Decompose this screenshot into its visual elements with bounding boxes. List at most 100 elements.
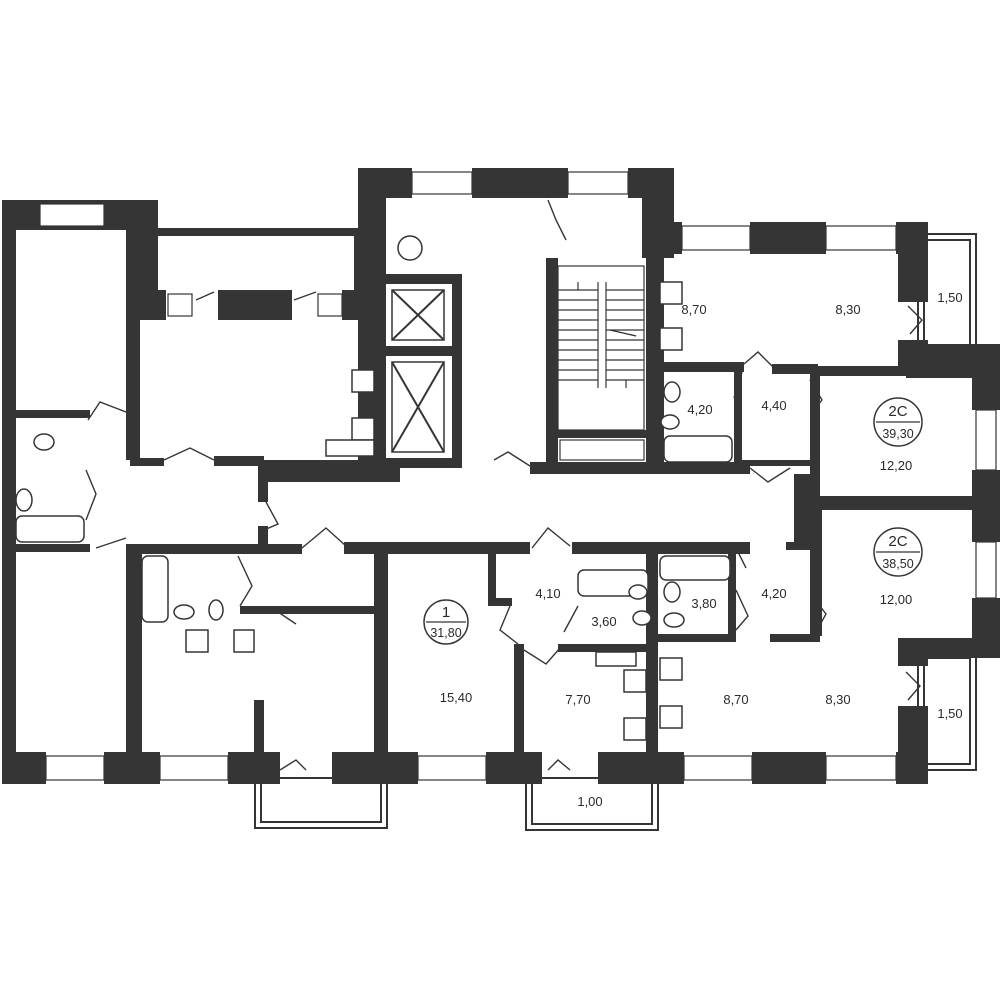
wall	[126, 228, 362, 236]
window	[45, 755, 105, 781]
wall	[734, 362, 742, 466]
window	[159, 755, 229, 781]
room-area-a39-room-b: 12,20	[880, 458, 913, 473]
window	[39, 203, 105, 227]
window	[411, 171, 473, 195]
doors	[85, 199, 923, 771]
wall	[750, 222, 826, 254]
counter	[325, 439, 375, 457]
wall	[240, 606, 376, 614]
wall	[228, 752, 280, 784]
balcony-area-bottom-right: 1,50	[937, 706, 962, 721]
wall	[486, 752, 542, 784]
apartment-marker-2: 2С 39,30	[873, 397, 923, 447]
apartment-area: 39,30	[882, 427, 913, 441]
wall	[530, 462, 750, 474]
balcony-area-top-right: 1,50	[937, 290, 962, 305]
apartment-area: 31,80	[430, 626, 461, 640]
room-area-r1-living: 15,40	[440, 690, 473, 705]
room-area-r1-kitchen: 7,70	[565, 692, 590, 707]
wall	[810, 496, 972, 510]
wall	[218, 290, 292, 320]
room-labels: 15,40 7,70 4,10 3,60 8,70 8,30 4,20 4,40…	[440, 290, 963, 809]
wall	[972, 344, 1000, 410]
kitchen-sink-icon	[233, 629, 255, 653]
toilet-icon	[33, 433, 55, 451]
balcony-bottom-center-inner	[531, 777, 653, 825]
counter	[595, 651, 637, 667]
wall	[646, 258, 658, 468]
window	[567, 171, 629, 195]
toilet-icon	[208, 599, 224, 621]
window	[417, 755, 487, 781]
bathtub-icon	[663, 435, 733, 463]
apartment-area: 38,50	[882, 557, 913, 571]
wall	[772, 364, 818, 374]
wall	[488, 554, 496, 604]
room-area-r1-bath: 3,60	[591, 614, 616, 629]
stove-icon	[623, 717, 647, 741]
wall	[546, 430, 656, 438]
wall	[452, 274, 462, 468]
room-area-a39-room-a: 8,30	[835, 302, 860, 317]
wall	[794, 474, 810, 544]
sink-icon	[632, 610, 652, 626]
chute-icon	[397, 235, 423, 261]
wall	[752, 752, 826, 784]
window	[825, 225, 897, 251]
toilet-icon	[15, 488, 33, 512]
wall	[646, 548, 658, 784]
wall	[344, 542, 530, 554]
windows	[39, 171, 997, 781]
elevators	[391, 235, 445, 453]
wall	[664, 362, 744, 372]
room-area-a38-hall: 4,20	[761, 586, 786, 601]
kitchen-sink-icon	[659, 657, 683, 681]
wall	[572, 542, 750, 554]
room-area-a39-kitchen: 8,70	[681, 302, 706, 317]
stove-icon	[185, 629, 209, 653]
wall	[10, 544, 90, 552]
wall	[254, 700, 264, 784]
room-area-a38-room-a: 8,30	[825, 692, 850, 707]
room-area-r1-hall: 4,10	[535, 586, 560, 601]
wall	[598, 752, 684, 784]
wall	[332, 752, 418, 784]
window	[167, 293, 193, 317]
wall	[130, 458, 164, 466]
room-area-a38-room-b: 12,00	[880, 592, 913, 607]
sink-icon	[173, 604, 195, 620]
wall	[514, 644, 524, 784]
apartment-number: 2С	[888, 403, 907, 420]
apartment-marker-3: 2С 38,50	[873, 527, 923, 577]
balcony-bottom-left-inner	[260, 777, 382, 823]
kitchen-sink-icon	[623, 669, 647, 693]
wall	[126, 320, 140, 460]
wall	[2, 752, 46, 784]
wall	[786, 542, 822, 550]
apartment-number: 1	[442, 604, 450, 621]
bathtub-icon	[141, 555, 169, 623]
wall	[214, 456, 264, 466]
wall	[488, 598, 512, 606]
apartment-marker-1: 1 31,80	[423, 599, 469, 645]
wall	[126, 544, 142, 784]
sink-icon	[660, 414, 680, 430]
wall	[10, 410, 90, 418]
wall	[810, 366, 972, 376]
kitchen-sink-icon	[659, 327, 683, 351]
sink-icon	[663, 612, 685, 628]
window	[975, 541, 997, 599]
wall	[810, 510, 822, 636]
wall	[258, 460, 268, 502]
wall	[2, 200, 16, 784]
room-area-a38-bath: 3,80	[691, 596, 716, 611]
wall	[770, 634, 820, 642]
window	[681, 225, 751, 251]
window	[975, 409, 997, 471]
fixtures	[15, 281, 733, 741]
toilet-icon	[663, 381, 681, 403]
stove-icon	[351, 369, 375, 393]
room-area-a39-hall: 4,40	[761, 398, 786, 413]
